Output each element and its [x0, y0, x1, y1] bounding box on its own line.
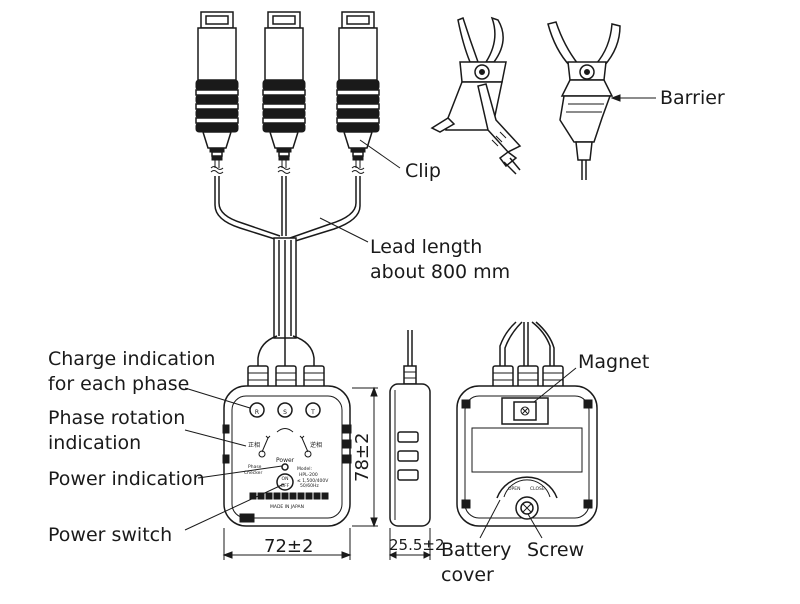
phase-s-label: S — [283, 409, 287, 416]
battery-cover[interactable] — [496, 476, 558, 499]
label-charge-2: for each phase — [48, 373, 189, 395]
label-magnet: Magnet — [578, 351, 649, 373]
label-charge-1: Charge indication — [48, 348, 215, 370]
device-side-view — [389, 330, 431, 527]
height-dimension — [352, 386, 378, 528]
clip-detail-barrier — [547, 21, 621, 180]
close-label: CLOSE — [530, 486, 545, 492]
open-label: OPEN — [508, 486, 520, 492]
width-dimension-label: 72±2 — [264, 536, 313, 557]
label-lead-length-1: Lead length — [370, 236, 482, 258]
phase-t-label: T — [310, 409, 315, 416]
normal-phase-label: 正相 — [248, 441, 260, 449]
warning-strip — [249, 492, 329, 500]
depth-dimension — [388, 528, 432, 560]
label-phase-rotation-2: indication — [48, 432, 141, 454]
label-screw: Screw — [527, 539, 584, 561]
clip-group-left — [195, 11, 239, 174]
label-phase-rotation-1: Phase rotation — [48, 407, 185, 429]
model-number: HPL-200 — [299, 472, 318, 478]
device-back-view: OPEN CLOSE — [456, 321, 598, 527]
phase-r-indicator — [249, 402, 265, 418]
phase-checker-label-1: Phase — [248, 464, 262, 470]
width-dimension — [222, 528, 352, 560]
label-battery-cover-2: cover — [441, 564, 494, 586]
spec-label-2: 50/60Hz — [300, 483, 319, 489]
switch-off-label: OFF — [281, 483, 290, 489]
label-clip: Clip — [405, 160, 441, 182]
phase-checker-label-2: Checker — [244, 470, 262, 476]
device-front-view: R S T 正相 逆相 Power Phase Checker Model: H… — [222, 365, 352, 527]
clip-detail-open — [430, 16, 522, 175]
power-label: Power — [276, 457, 295, 464]
label-power-indication: Power indication — [48, 468, 205, 490]
label-power-switch: Power switch — [48, 524, 172, 546]
phase-t-indicator — [305, 402, 321, 418]
power-indicator-led — [281, 463, 289, 471]
label-lead-length-2: about 800 mm — [370, 261, 510, 283]
lead-cables — [214, 176, 361, 368]
clip-group-center — [262, 11, 306, 174]
label-barrier: Barrier — [660, 87, 725, 109]
depth-dimension-label: 25.5±2 — [389, 536, 445, 554]
reverse-phase-label: 逆相 — [310, 441, 322, 449]
label-battery-cover-1: Battery — [441, 539, 511, 561]
spec-label-1: ≤ 1,500/400V — [297, 478, 329, 484]
power-switch-knob[interactable] — [276, 473, 294, 491]
phase-s-indicator — [277, 402, 293, 418]
switch-on-label: ON — [282, 476, 289, 482]
made-in-label: MADE IN JAPAN — [270, 504, 304, 510]
leader-lines — [184, 94, 656, 539]
phase-r-label: R — [255, 409, 259, 416]
height-dimension-label: 78±2 — [352, 433, 373, 482]
model-label: Model: — [297, 466, 312, 472]
